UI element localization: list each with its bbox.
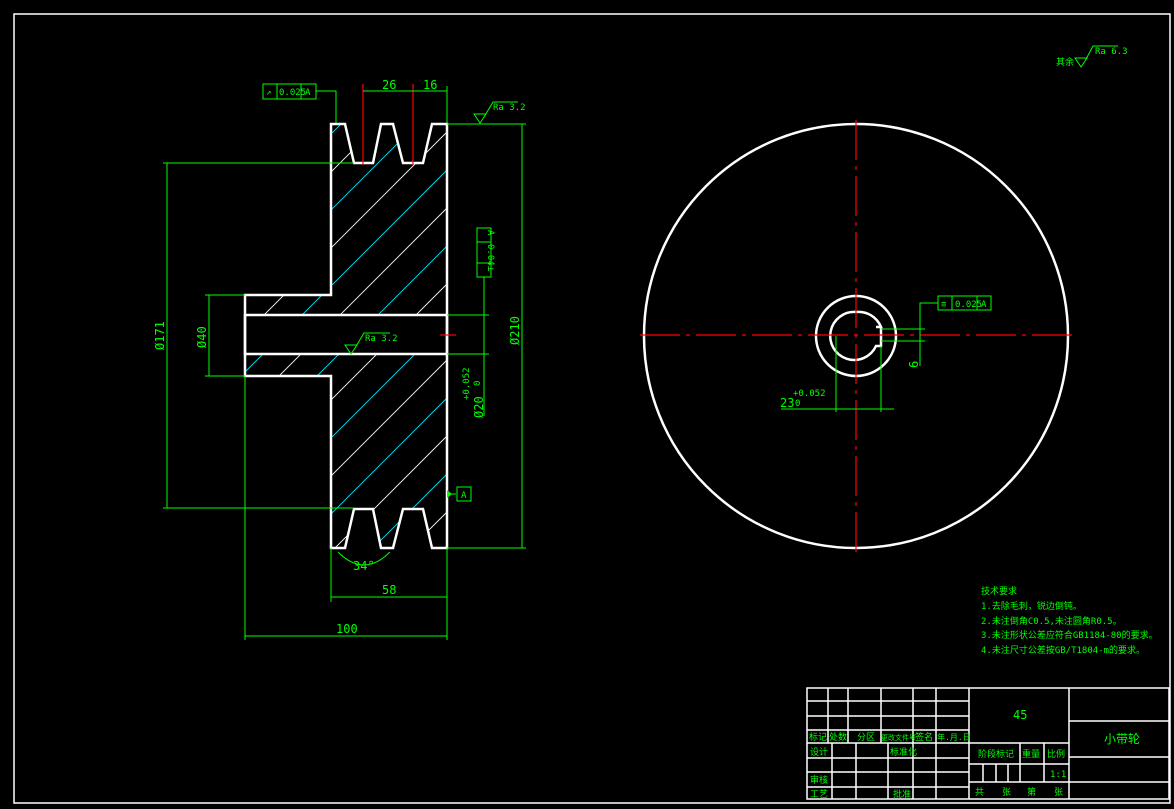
hatch-line (245, 321, 447, 525)
svg-text:审核: 审核 (810, 774, 828, 786)
dim-bore-diameter: Ø20 (472, 396, 486, 418)
part-name: 小带轮 (1104, 732, 1140, 746)
material: 45 (1013, 708, 1027, 722)
svg-text:共: 共 (975, 787, 984, 798)
roughness-symbol-top: Ra 3.2 (447, 101, 526, 125)
pulley-section-outline (243, 122, 449, 550)
runout-value: 0.025 (279, 88, 306, 98)
svg-text:其余: 其余 (1056, 56, 1074, 68)
svg-text:签名: 签名 (915, 731, 933, 743)
perpendicularity-frame: A 0.04 ⊥ (447, 227, 495, 416)
section-view: ↗ 0.025 A 26 16 Ra 3.2 Ø210 A 0.04 ⊥ Ø20… (153, 78, 526, 640)
roughness-symbol-bore: Ra 3.2 (344, 332, 398, 355)
svg-text:分区: 分区 (857, 732, 875, 743)
drawing-border (13, 13, 1171, 804)
svg-text:张: 张 (1054, 787, 1063, 798)
dim-outer-diameter: Ø210 (508, 316, 522, 345)
svg-text:工艺: 工艺 (810, 789, 828, 800)
svg-text:A: A (485, 230, 495, 236)
symmetry-tolerance-frame: ≡ 0.025 A (919, 295, 992, 366)
svg-text:阶段标记: 阶段标记 (978, 748, 1014, 760)
dim-groove-edge: 16 (423, 78, 437, 92)
scale-value: 1:1 (1050, 770, 1066, 780)
svg-text:⊥: ⊥ (485, 266, 495, 272)
svg-text:A: A (981, 300, 987, 310)
hatch-line (245, 169, 447, 373)
hatch-line (296, 397, 447, 548)
svg-text:更改文件号: 更改文件号 (881, 733, 916, 742)
other-surfaces-roughness: 其余 Ra 6.3 (1056, 45, 1128, 68)
svg-text:批准: 批准 (893, 788, 911, 800)
svg-text:年.月.日: 年.月.日 (937, 732, 971, 742)
hatch-line (245, 124, 304, 183)
svg-text:设计: 设计 (810, 746, 828, 758)
dim-rim-width: 58 (382, 583, 396, 597)
section-hatching (245, 124, 447, 548)
svg-text:A: A (461, 491, 467, 501)
svg-text:Ra 3.2: Ra 3.2 (365, 334, 398, 344)
hatch-line (372, 473, 447, 548)
title-block: 标记 处数 分区 更改文件号 签名 年.月.日 设计 标准化 审核 工艺 批准 … (806, 687, 1170, 800)
bore-outline (243, 313, 449, 356)
datum-a-marker: A (447, 486, 472, 502)
runout-tolerance-frame: ↗ 0.025 A (262, 83, 337, 123)
svg-text:2.未注倒角C0.5,未注圆角R0.5。: 2.未注倒角C0.5,未注圆角R0.5。 (981, 615, 1122, 627)
bore-with-keyway (828, 310, 883, 362)
hatch-line (245, 131, 447, 335)
svg-text:Ra 3.2: Ra 3.2 (493, 103, 526, 113)
svg-text:≡: ≡ (941, 300, 947, 310)
hatch-line (245, 124, 266, 145)
hatch-line (245, 207, 447, 411)
dim-hub-diameter: Ø40 (195, 326, 209, 348)
end-view: ≡ 0.025 A 6 23 +0.052 0 (640, 120, 1072, 552)
dim-keyway-depth: 23 (780, 396, 794, 410)
technical-requirements: 技术要求 1.去除毛刺，锐边倒钝。 2.未注倒角C0.5,未注圆角R0.5。 3… (981, 585, 1158, 656)
svg-text:标准化: 标准化 (890, 746, 917, 758)
svg-text:1.去除毛刺，锐边倒钝。: 1.去除毛刺，锐边倒钝。 (981, 600, 1082, 612)
runout-datum: A (305, 88, 311, 98)
svg-text:4.未注尺寸公差按GB/T1804-m的要求。: 4.未注尺寸公差按GB/T1804-m的要求。 (981, 644, 1145, 656)
svg-text:第: 第 (1027, 786, 1036, 798)
dim-groove-angle: 34° (353, 559, 375, 573)
hatch-line (245, 124, 342, 221)
dim-pitch-diameter: Ø171 (153, 321, 167, 350)
svg-text:技术要求: 技术要求 (981, 585, 1017, 597)
runout-symbol: ↗ (266, 88, 271, 98)
svg-text:0: 0 (795, 399, 800, 409)
hatch-line (245, 124, 380, 259)
svg-text:3.未注形状公差应符合GB1184-80的要求。: 3.未注形状公差应符合GB1184-80的要求。 (981, 629, 1158, 641)
svg-text:张: 张 (1002, 787, 1011, 798)
hatch-line (258, 359, 447, 548)
svg-text:标记: 标记 (809, 731, 827, 743)
svg-text:+0.052: +0.052 (793, 389, 826, 399)
dim-bore-lower-tol: 0 (473, 381, 483, 386)
svg-text:0.04: 0.04 (485, 244, 495, 266)
dim-groove-pitch: 26 (382, 78, 396, 92)
dim-overall-length: 100 (336, 622, 358, 636)
svg-text:比例: 比例 (1047, 748, 1065, 760)
svg-text:重量: 重量 (1022, 748, 1040, 760)
svg-text:0.025: 0.025 (955, 300, 982, 310)
svg-text:Ra 6.3: Ra 6.3 (1095, 47, 1128, 57)
hatch-line (334, 435, 447, 548)
svg-text:处数: 处数 (829, 731, 847, 743)
dim-keyway-width: 6 (907, 361, 921, 368)
dim-bore-upper-tol: +0.052 (462, 367, 472, 400)
